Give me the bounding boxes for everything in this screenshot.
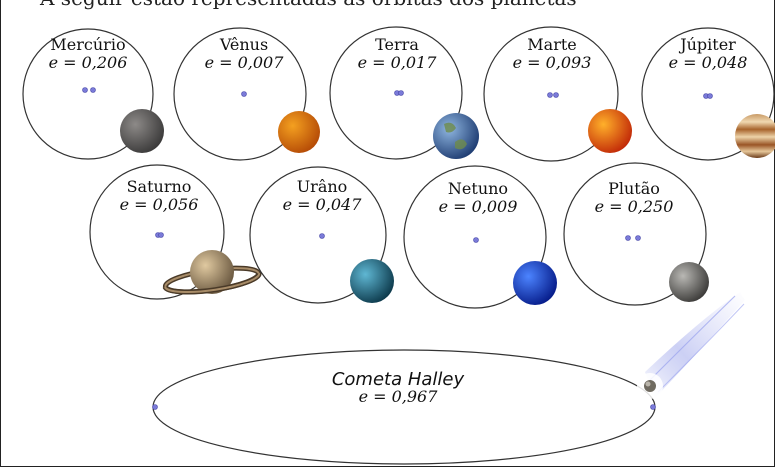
orbit-ellipse — [403, 165, 547, 309]
uranus-icon — [350, 259, 394, 303]
focus-dot — [625, 235, 631, 241]
eccentricity-label: e = 0,017 — [358, 53, 438, 72]
pluto-icon — [669, 262, 709, 302]
comet-name: Cometa Halley — [332, 369, 465, 390]
mercury-icon — [120, 109, 164, 153]
planet-name: Marte — [527, 35, 576, 54]
planet-name: Júpiter — [678, 35, 736, 54]
focus-dot — [650, 404, 656, 410]
orbit-ellipse — [173, 27, 307, 161]
orbit-ellipse — [329, 26, 463, 160]
planet-name: Mercúrio — [50, 35, 125, 54]
focus-dot — [473, 237, 479, 243]
focus-dot — [152, 404, 158, 410]
orbit-ellipse — [563, 162, 707, 306]
focus-dot — [707, 93, 713, 99]
focus-dot — [635, 235, 641, 241]
orbit-ellipse — [249, 166, 387, 304]
orbit-card-terra: Terra e = 0,017 — [329, 26, 479, 160]
eccentricity-label: e = 0,250 — [595, 197, 674, 216]
continent-shape — [444, 122, 467, 150]
orbit-card-urano: Urâno e = 0,047 — [249, 166, 394, 304]
focus-dot — [241, 91, 247, 97]
planet-name: Saturno — [127, 177, 192, 196]
focus-dot — [90, 87, 96, 93]
saturn-icon — [162, 250, 262, 295]
orbit-card-netuno: Netuno e = 0,009 — [403, 165, 557, 309]
focus-dot — [553, 92, 559, 98]
planet-name: Urâno — [297, 177, 348, 196]
orbit-ellipse — [89, 164, 225, 300]
earth-icon — [433, 113, 479, 159]
orbit-card-cometa-halley: Cometa Halley e = 0,967 — [152, 292, 745, 465]
venus-icon — [278, 111, 320, 153]
focus-dot — [319, 233, 325, 239]
planet-name: Vênus — [219, 35, 268, 54]
orbit-ellipse — [152, 349, 656, 465]
header-fragment: A seguir estão representadas as órbitas … — [40, 0, 577, 10]
orbit-card-marte: Marte e = 0,093 — [483, 26, 632, 162]
jupiter-icon — [735, 114, 775, 158]
orbit-ellipse — [483, 26, 619, 162]
orbit-card-jupiter: Júpiter e = 0,048 — [641, 27, 775, 161]
neptune-icon — [513, 261, 557, 305]
focus-dot — [82, 87, 88, 93]
planet-name: Terra — [375, 35, 419, 54]
eccentricity-label: e = 0,056 — [120, 195, 199, 214]
eccentricity-label: e = 0,047 — [283, 195, 363, 214]
orbit-ellipse — [22, 28, 154, 160]
eccentricity-label: e = 0,009 — [439, 197, 518, 216]
orbit-card-venus: Vênus e = 0,007 — [173, 27, 320, 161]
eccentricity-label: e = 0,093 — [513, 53, 592, 72]
focus-dot — [547, 92, 553, 98]
focus-dot — [158, 232, 164, 238]
planet-name: Netuno — [448, 179, 508, 198]
orbit-card-mercurio: Mercúrio e = 0,206 — [22, 28, 164, 160]
eccentricity-label: e = 0,967 — [359, 387, 439, 406]
mars-icon — [588, 109, 632, 153]
eccentricity-label: e = 0,007 — [205, 53, 285, 72]
eccentricity-label: e = 0,206 — [49, 53, 128, 72]
orbit-card-plutao: Plutão e = 0,250 — [563, 162, 709, 306]
orbit-card-saturno: Saturno e = 0,056 — [89, 164, 262, 300]
focus-dot — [398, 90, 404, 96]
planet-name: Plutão — [608, 179, 660, 198]
comet-icon — [637, 292, 745, 399]
orbit-ellipse — [641, 27, 775, 161]
eccentricity-label: e = 0,048 — [669, 53, 748, 72]
